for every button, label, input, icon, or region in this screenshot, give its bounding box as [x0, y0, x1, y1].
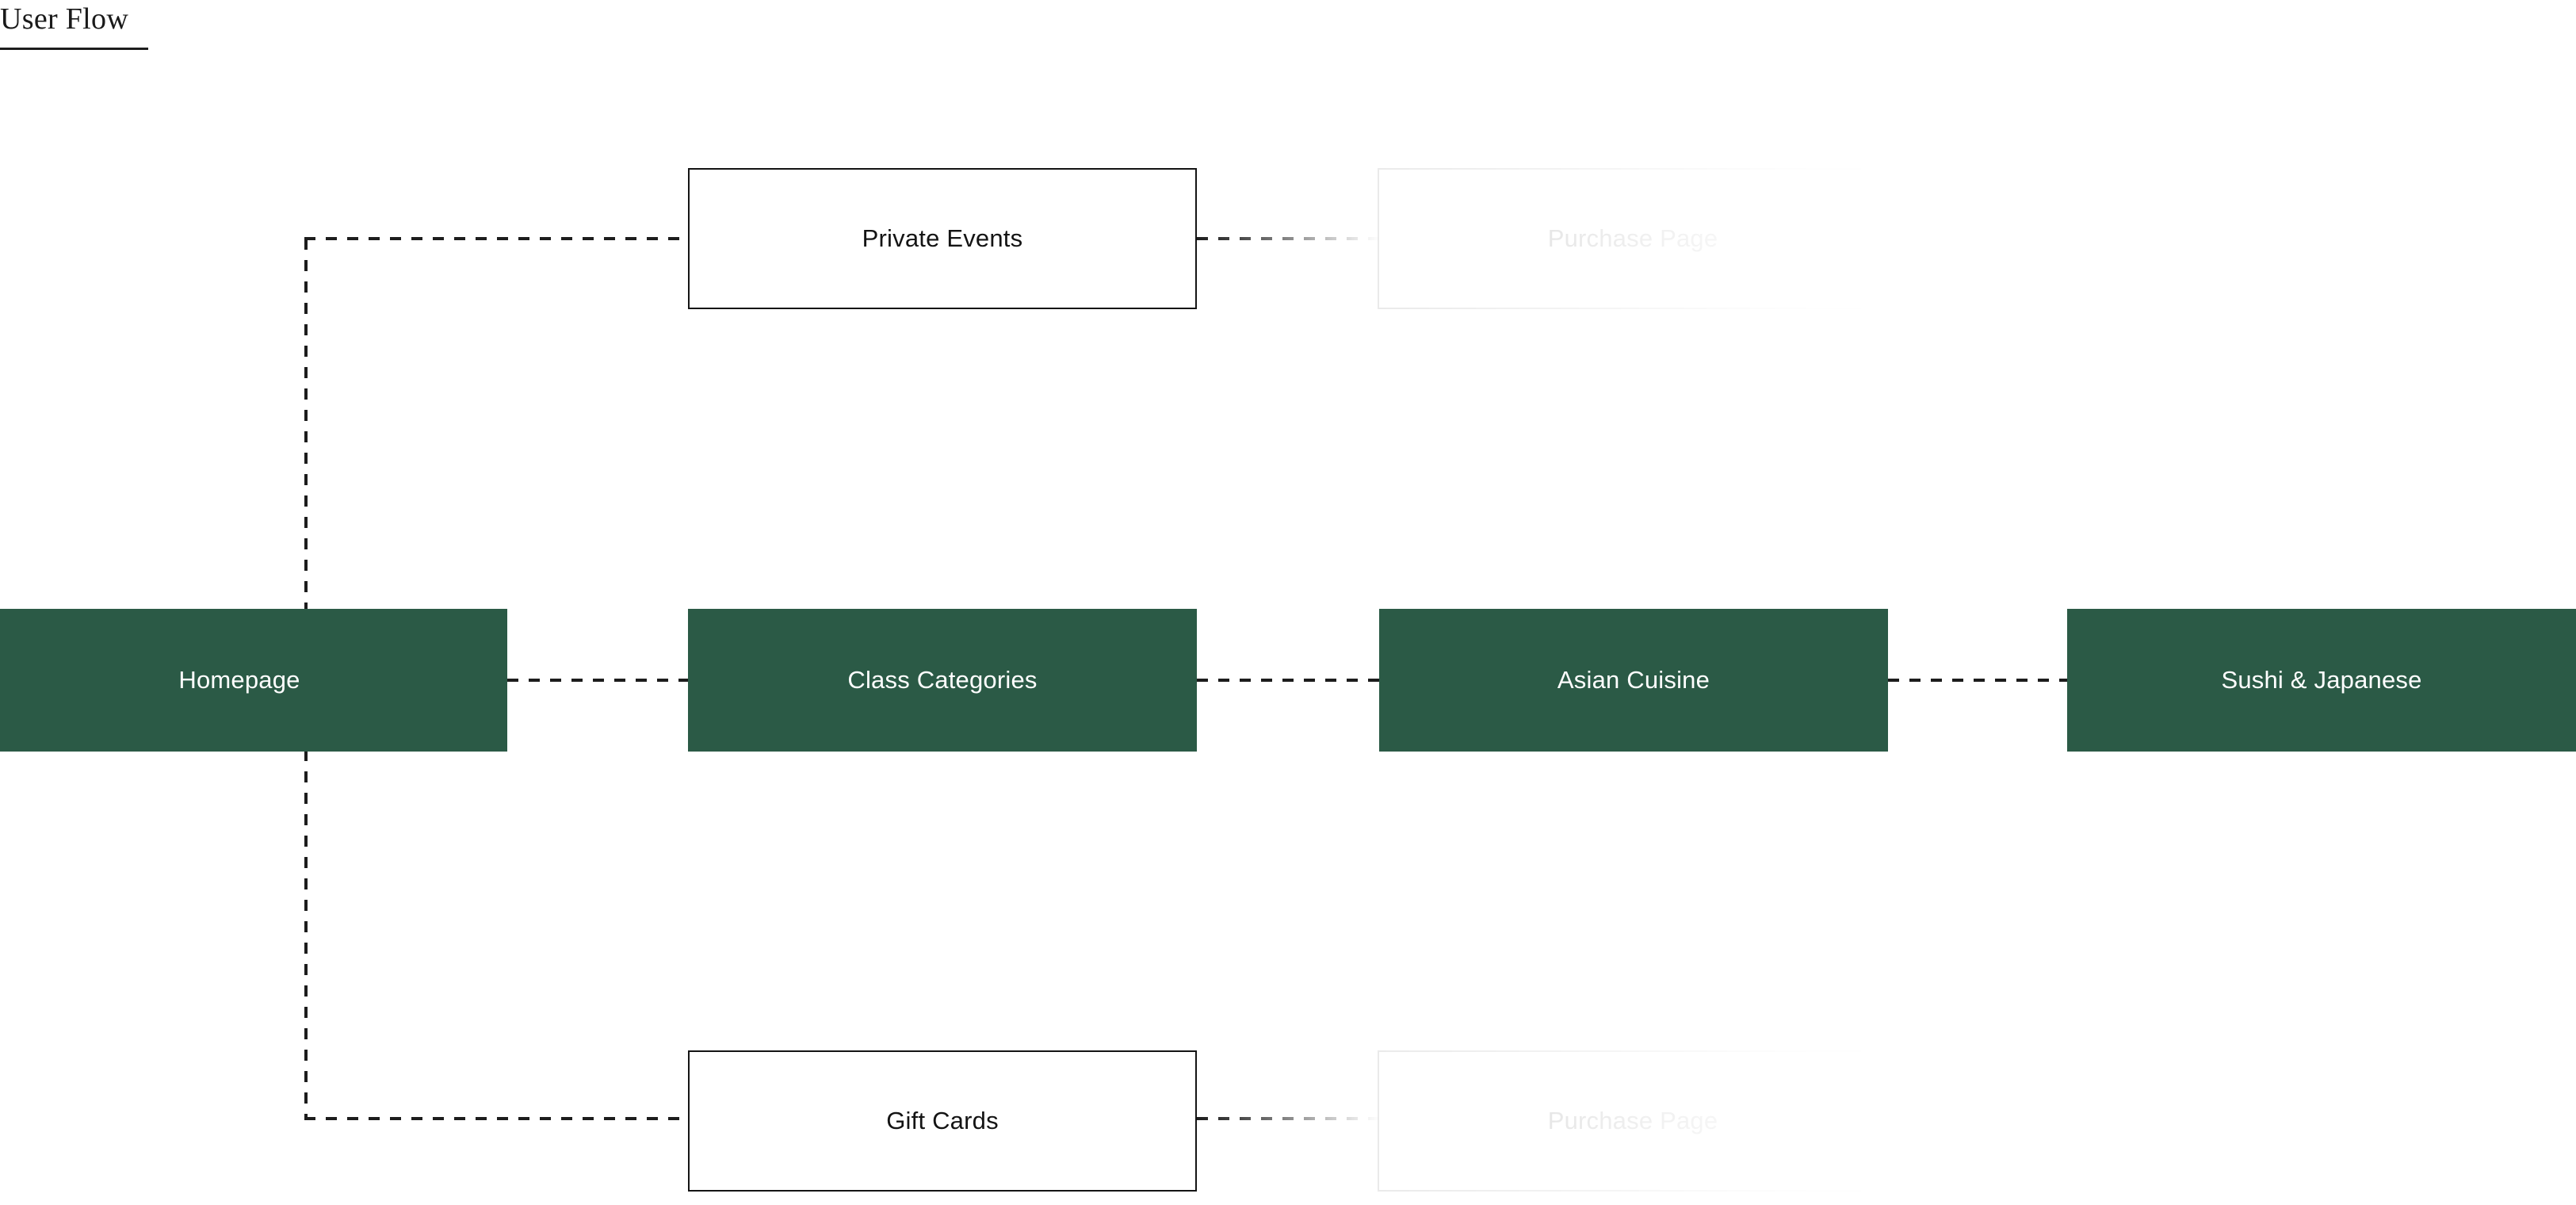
page-title-block: User Flow — [0, 0, 206, 41]
node-purchase-page-gift-label: Purchase Page — [1547, 1107, 1718, 1134]
node-sushi-japanese[interactable]: Sushi & Japanese — [2067, 609, 2576, 752]
node-homepage-label: Homepage — [178, 666, 300, 694]
edge-asian-cuisine-to-sushi-japanese — [1888, 679, 2067, 682]
edge-homepage-to-gift-cards-horizontal — [304, 1117, 690, 1120]
edge-homepage-to-gift-cards-vertical — [304, 750, 308, 1119]
node-purchase-page-events[interactable]: Purchase Page — [1378, 168, 1888, 309]
edge-homepage-to-class-categories — [507, 679, 688, 682]
node-class-categories-label: Class Categories — [847, 666, 1038, 694]
node-private-events-label: Private Events — [862, 224, 1023, 252]
node-asian-cuisine-label: Asian Cuisine — [1557, 666, 1710, 694]
node-private-events[interactable]: Private Events — [688, 168, 1197, 309]
edge-homepage-to-private-events-horizontal — [304, 237, 690, 240]
edge-private-events-to-purchase-page — [1197, 237, 1381, 240]
title-underline-rule — [0, 48, 148, 50]
edge-class-categories-to-asian-cuisine — [1197, 679, 1379, 682]
node-asian-cuisine[interactable]: Asian Cuisine — [1379, 609, 1888, 752]
node-sushi-japanese-label: Sushi & Japanese — [2221, 666, 2422, 694]
node-purchase-page-events-label: Purchase Page — [1547, 224, 1718, 252]
edge-homepage-to-private-events-vertical — [304, 239, 308, 611]
node-class-categories[interactable]: Class Categories — [688, 609, 1197, 752]
edge-gift-cards-to-purchase-page — [1197, 1117, 1381, 1120]
node-purchase-page-gift[interactable]: Purchase Page — [1378, 1050, 1888, 1192]
page-title: User Flow — [0, 2, 129, 36]
node-gift-cards-label: Gift Cards — [886, 1107, 999, 1134]
node-homepage[interactable]: Homepage — [0, 609, 507, 752]
node-gift-cards[interactable]: Gift Cards — [688, 1050, 1197, 1192]
